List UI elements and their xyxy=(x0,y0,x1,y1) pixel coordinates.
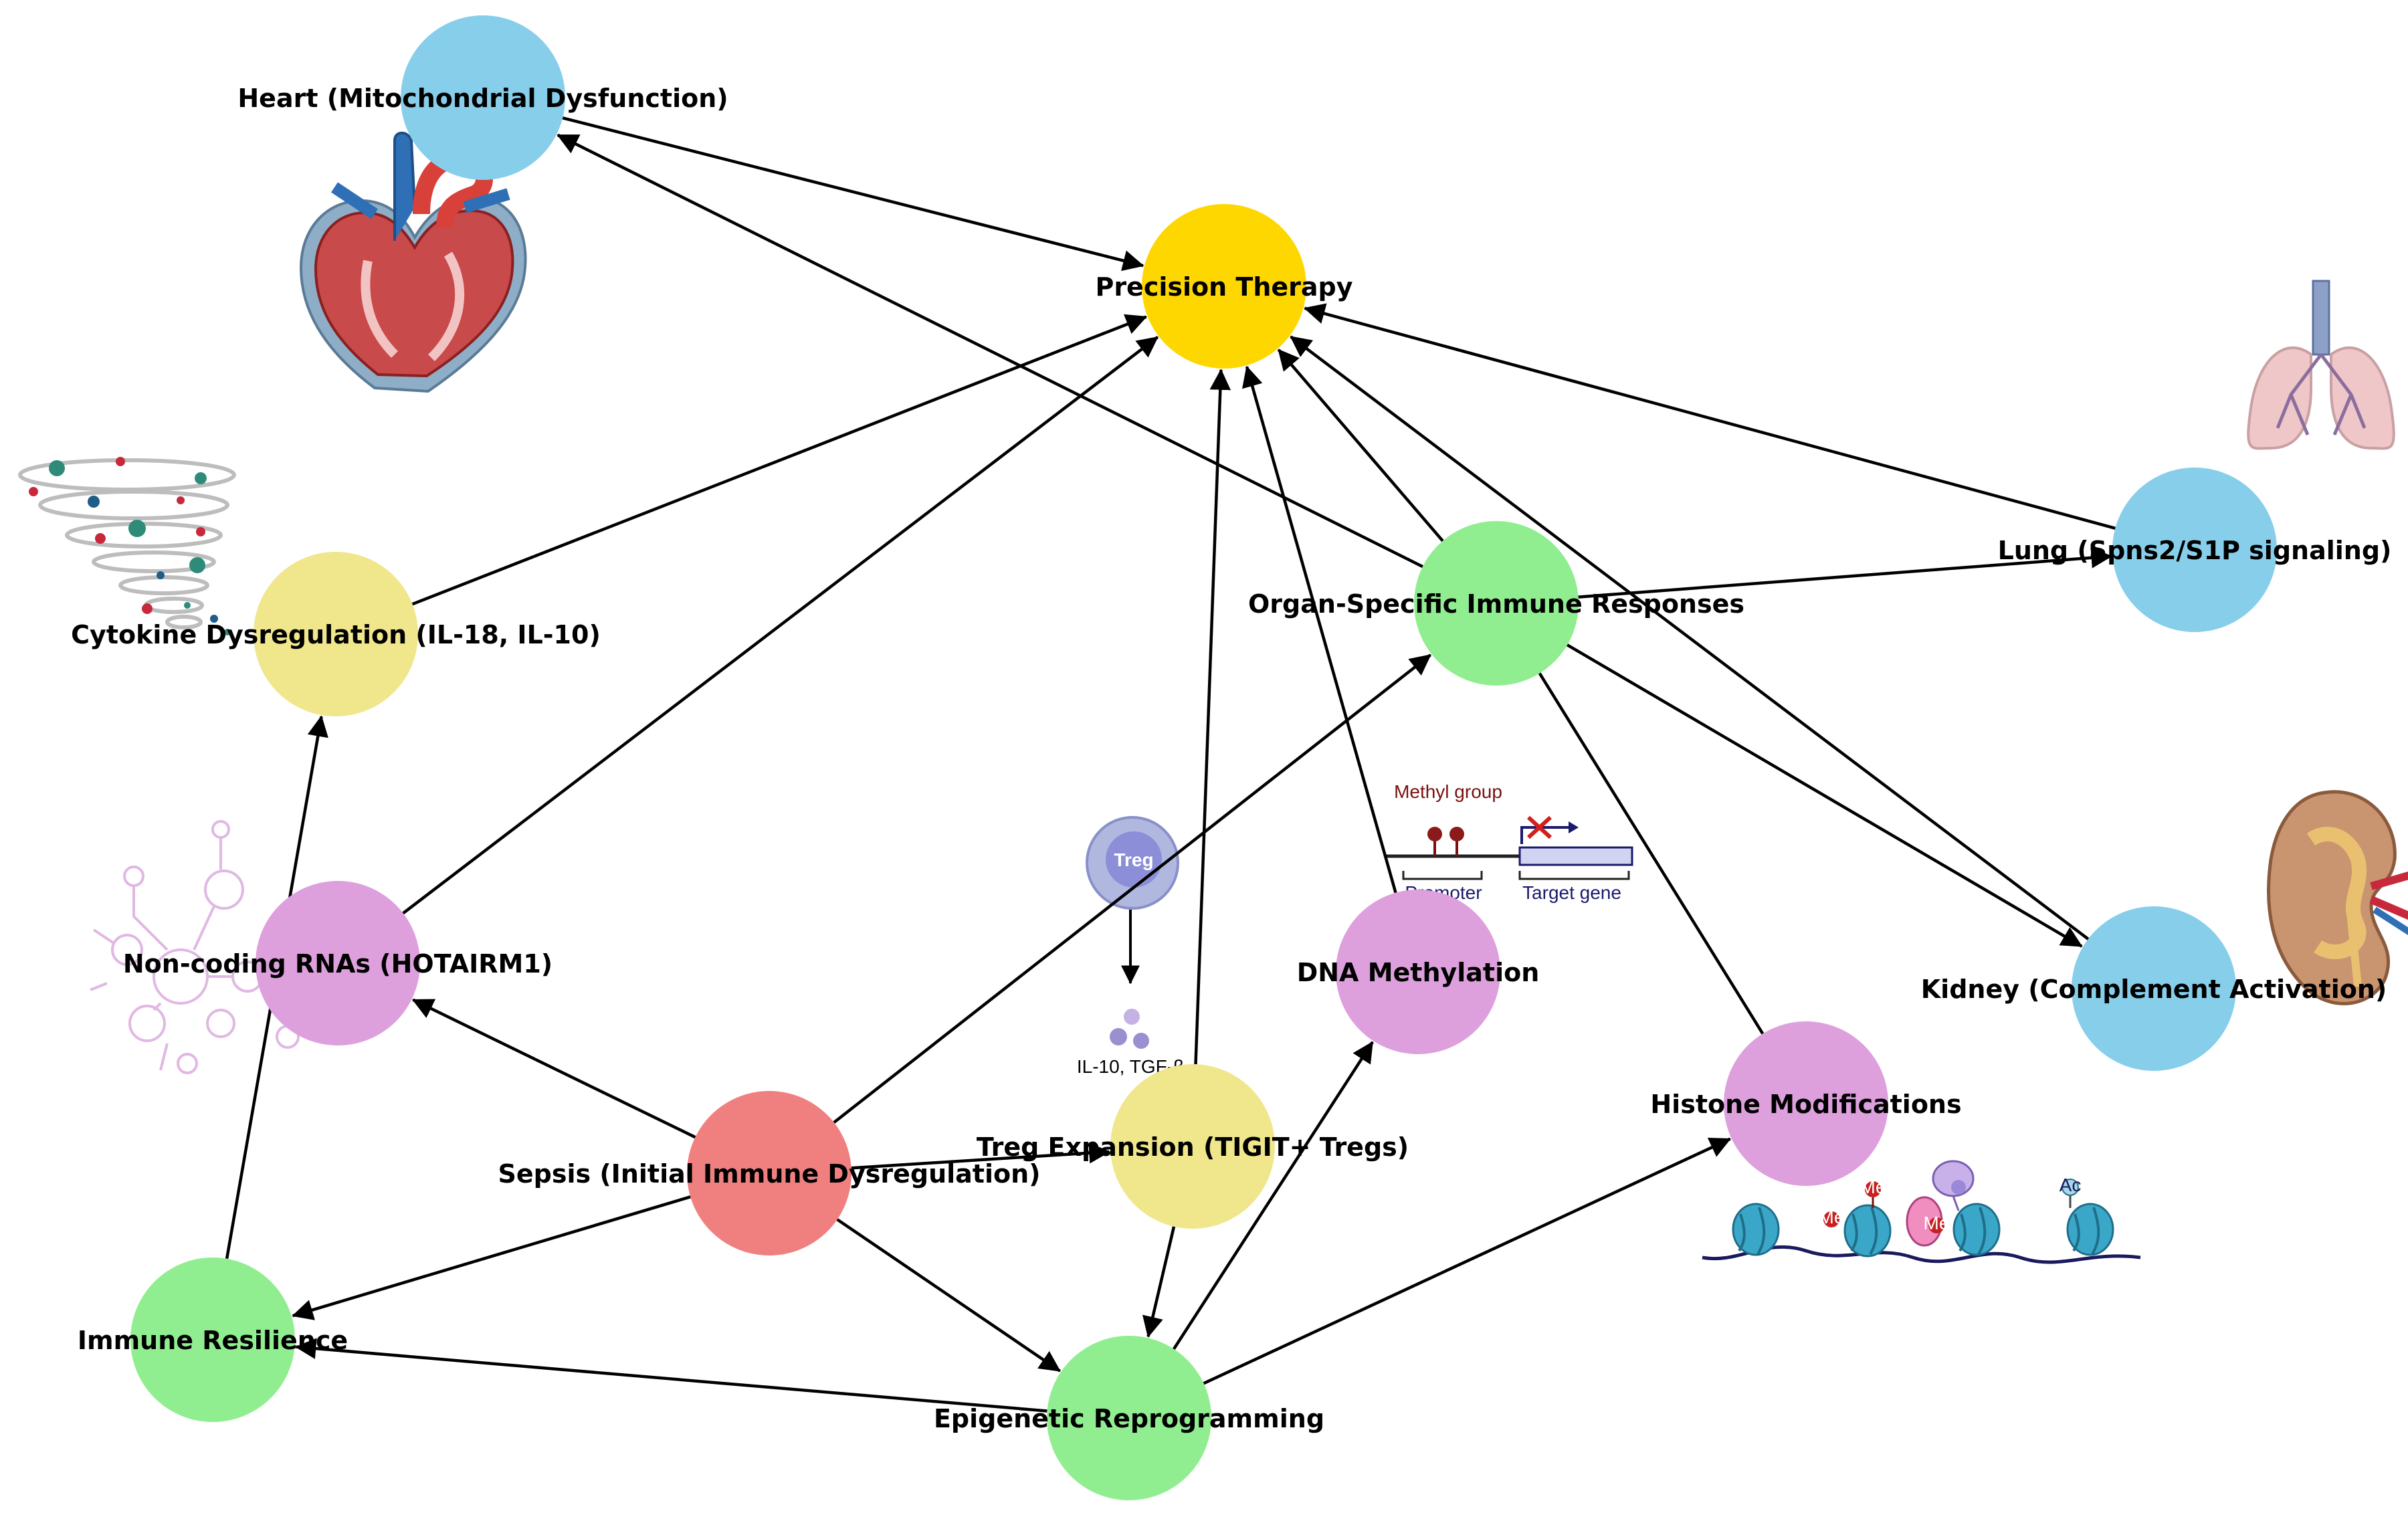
node-ncrna[interactable] xyxy=(256,881,420,1045)
histone-mark-me-2: Me xyxy=(1819,1207,1845,1227)
edge-lung-to-precision xyxy=(1304,303,2116,530)
node-resilience[interactable] xyxy=(130,1257,295,1422)
node-sepsis[interactable] xyxy=(687,1091,851,1255)
nucleosome-3 xyxy=(1952,1203,2001,1256)
edge-sepsis-to-organ xyxy=(833,653,1431,1124)
edge-epigenetic-to-resilience xyxy=(294,1338,1047,1413)
heart-icon xyxy=(299,131,527,393)
node-label-cytokine: Cytokine Dysregulation (IL-18, IL-10) xyxy=(71,620,601,649)
labels-layer: Heart (Mitochondrial Dysfunction) Precisi… xyxy=(71,84,2391,1433)
node-label-ncrna: Non-coding RNAs (HOTAIRM1) xyxy=(123,949,553,979)
methyl-mark: Me xyxy=(1860,1177,1886,1208)
cytokine-storm-icon xyxy=(18,457,236,635)
target-gene-label: Target gene xyxy=(1522,882,1621,903)
methyl-mark: Me xyxy=(1924,1213,1950,1233)
dna-methylation-schematic: Methyl group Promoter Target gene xyxy=(1386,781,1633,903)
node-epigenetic[interactable] xyxy=(1047,1336,1211,1500)
edge-sepsis-to-resilience xyxy=(292,1195,691,1320)
node-label-sepsis: Sepsis (Initial Immune Dysregulation) xyxy=(498,1159,1040,1189)
acetyl-mark: Ac xyxy=(2060,1175,2082,1208)
node-kidney[interactable] xyxy=(2072,906,2236,1071)
node-label-precision: Precision Therapy xyxy=(1095,272,1352,302)
methyl-mark: Me xyxy=(1819,1207,1845,1227)
histone-mark-me-3: Me xyxy=(1924,1213,1950,1233)
node-precision[interactable] xyxy=(1142,204,1306,369)
edge-ncrna-to-precision xyxy=(402,336,1159,915)
node-label-heart: Heart (Mitochondrial Dysfunction) xyxy=(237,84,728,113)
edges-layer xyxy=(225,116,2116,1413)
edge-organ-to-lung xyxy=(1578,547,2112,599)
edge-epigenetic-to-dnameth xyxy=(1173,1041,1374,1350)
edge-dnameth-to-precision xyxy=(1241,365,1397,894)
nucleosome-1 xyxy=(1732,1203,1780,1256)
node-histone[interactable] xyxy=(1724,1021,1888,1186)
lungs-icon xyxy=(2247,280,2395,450)
nucleosome-2 xyxy=(1843,1204,1892,1257)
node-label-histone: Histone Modifications xyxy=(1650,1090,1961,1119)
edge-sepsis-to-ncrna xyxy=(411,998,696,1139)
edge-organ-to-histone xyxy=(1538,672,1765,1035)
node-dnameth[interactable] xyxy=(1336,890,1500,1054)
histone-mark-me-1: Me xyxy=(1860,1177,1886,1197)
node-label-resilience: Immune Resilience xyxy=(78,1326,348,1355)
edge-organ-to-heart xyxy=(557,133,1423,569)
node-cytokine[interactable] xyxy=(254,552,418,716)
node-organ[interactable] xyxy=(1414,521,1579,686)
node-label-dnameth: DNA Methylation xyxy=(1297,958,1540,987)
histone-nucleosome-illustration: Me Me Me Ac xyxy=(1702,1160,2141,1264)
nucleosome-4 xyxy=(2066,1203,2114,1256)
node-label-lung: Lung (Spns2/S1P signaling) xyxy=(1998,536,2392,565)
treg-cell-illustration: Treg IL-10, TGF-β xyxy=(1077,816,1184,1077)
edge-treg-to-precision xyxy=(1194,369,1231,1065)
edge-epigenetic-to-histone xyxy=(1203,1137,1732,1385)
edge-sepsis-to-treg xyxy=(851,1142,1110,1170)
node-label-epigenetic: Epigenetic Reprogramming xyxy=(934,1404,1324,1433)
nodes-layer xyxy=(130,15,2277,1500)
edge-cytokine-to-precision xyxy=(411,314,1148,606)
edge-kidney-to-precision xyxy=(1290,335,2090,940)
node-label-kidney: Kidney (Complement Activation) xyxy=(1921,975,2387,1004)
edge-organ-to-precision xyxy=(1277,348,1444,542)
node-label-treg: Treg Expansion (TIGIT+ Tregs) xyxy=(977,1132,1409,1162)
kidney-icon xyxy=(2267,790,2408,1005)
methyl-group-label: Methyl group xyxy=(1394,781,1502,802)
node-lung[interactable] xyxy=(2112,468,2277,632)
edge-sepsis-to-epigenetic xyxy=(836,1218,1061,1373)
edge-treg-to-epigenetic xyxy=(1142,1226,1176,1338)
edge-heart-to-precision xyxy=(562,116,1144,272)
edge-organ-to-kidney xyxy=(1566,643,2083,948)
histone-mark-ac: Ac xyxy=(2060,1175,2082,1195)
node-treg[interactable] xyxy=(1110,1064,1275,1229)
treg-cell-label: Treg xyxy=(1114,849,1153,870)
node-heart[interactable] xyxy=(401,15,565,180)
node-label-organ: Organ-Specific Immune Responses xyxy=(1248,589,1744,619)
